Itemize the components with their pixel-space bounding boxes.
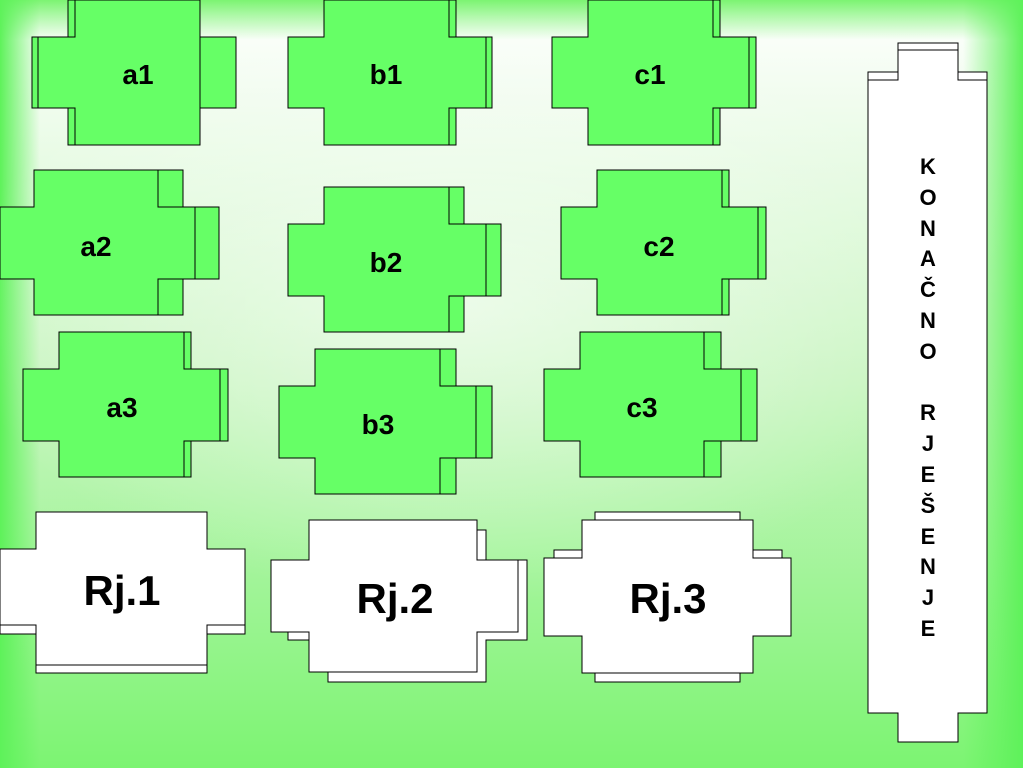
final-letter: J xyxy=(921,585,935,611)
tile-b1-label: b1 xyxy=(370,59,403,90)
tile-c1[interactable]: c1 xyxy=(551,0,757,146)
solution-rj2-label: Rj.2 xyxy=(356,575,433,622)
tile-a2[interactable]: a2 xyxy=(0,169,220,316)
tile-c3[interactable]: c3 xyxy=(543,331,758,478)
tile-c1-label: c1 xyxy=(634,59,665,90)
tile-b2[interactable]: b2 xyxy=(287,186,502,333)
tile-c2[interactable]: c2 xyxy=(560,169,767,316)
final-letter: E xyxy=(920,615,936,641)
final-solution[interactable] xyxy=(867,42,988,743)
solution-rj1[interactable]: Rj.1 xyxy=(0,511,246,674)
final-letter: O xyxy=(919,184,937,210)
final-letter: N xyxy=(920,554,936,580)
tile-a2-label: a2 xyxy=(80,231,111,262)
solution-rj3[interactable]: Rj.3 xyxy=(543,511,792,683)
tile-b2-label: b2 xyxy=(370,247,403,278)
final-letter: J xyxy=(921,431,935,457)
tile-a1-label: a1 xyxy=(122,59,153,90)
tile-a1[interactable]: a1 xyxy=(31,0,237,146)
solution-rj2[interactable]: Rj.2 xyxy=(270,519,528,683)
final-letter: N xyxy=(920,307,936,333)
final-letter: O xyxy=(919,338,937,364)
final-letter: E xyxy=(920,461,936,487)
final-letter: Š xyxy=(920,492,936,518)
tile-b3[interactable]: b3 xyxy=(278,348,493,495)
tile-a3-label: a3 xyxy=(106,392,137,423)
final-letter: N xyxy=(920,215,936,241)
final-letter xyxy=(898,368,958,399)
final-letter: E xyxy=(920,523,936,549)
tile-b1[interactable]: b1 xyxy=(287,0,493,146)
tile-c2-label: c2 xyxy=(643,231,674,262)
solution-rj3-label: Rj.3 xyxy=(629,575,706,622)
tile-c3-label: c3 xyxy=(626,392,657,423)
solution-rj1-label: Rj.1 xyxy=(83,567,160,614)
final-letter: Č xyxy=(920,277,936,303)
final-letter: A xyxy=(920,246,936,272)
tile-a3[interactable]: a3 xyxy=(22,331,229,478)
final-letter: K xyxy=(920,154,936,179)
tile-b3-label: b3 xyxy=(362,409,395,440)
final-letter: R xyxy=(920,400,936,426)
